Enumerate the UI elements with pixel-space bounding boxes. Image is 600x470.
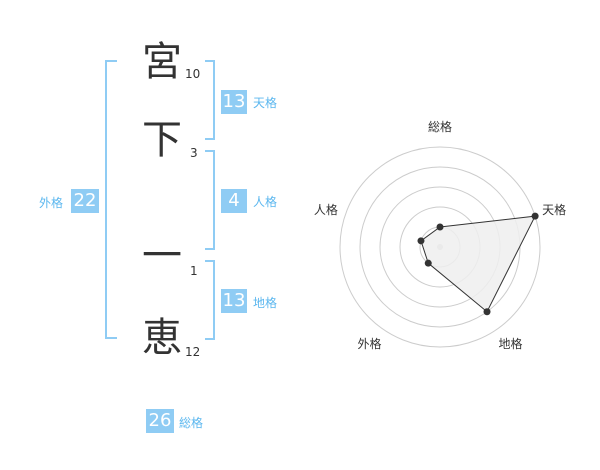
jinkaku-label: 人格: [253, 195, 278, 209]
radar-axis-label-1: 天格: [542, 202, 566, 217]
stroke-count-3: 1: [190, 264, 198, 278]
jinkaku-bracket: [205, 150, 215, 250]
radar-axis-label-4: 人格: [314, 202, 338, 217]
radar-point-0: [436, 223, 444, 231]
radar-point-3: [424, 259, 432, 267]
kanji-3: 一: [142, 233, 182, 279]
soukaku-label: 総格: [179, 416, 204, 430]
radar-axis-label-0: 総格: [428, 119, 452, 134]
stroke-count-1: 10: [185, 67, 201, 81]
tenkaku-label: 天格: [253, 96, 278, 110]
radar-points: [417, 212, 539, 316]
gaikaku-bracket: [105, 60, 117, 339]
kanji-1: 宮: [142, 39, 182, 85]
kanji-4: 恵: [142, 315, 182, 361]
kanji-2: 下: [142, 117, 182, 163]
tenkaku-value: 13: [221, 90, 247, 114]
radar-ring-5: [339, 146, 541, 348]
radar-axis-label-3: 外格: [357, 336, 381, 351]
gaikaku-value: 22: [71, 189, 99, 213]
soukaku-value: 26: [146, 409, 174, 433]
radar-point-4: [417, 237, 425, 245]
chikaku-label: 地格: [253, 296, 278, 310]
radar-point-1: [531, 212, 539, 220]
gaikaku-label: 外格: [39, 196, 64, 210]
chikaku-value: 13: [221, 289, 247, 313]
radar-axis-label-2: 地格: [499, 336, 523, 351]
stroke-count-4: 12: [185, 345, 201, 359]
stroke-count-2: 3: [190, 146, 198, 160]
tenkaku-bracket: [205, 60, 215, 140]
jinkaku-value: 4: [221, 189, 247, 213]
radar-point-2: [483, 308, 491, 316]
radar-polygon: [420, 215, 536, 313]
chikaku-bracket: [205, 260, 215, 340]
